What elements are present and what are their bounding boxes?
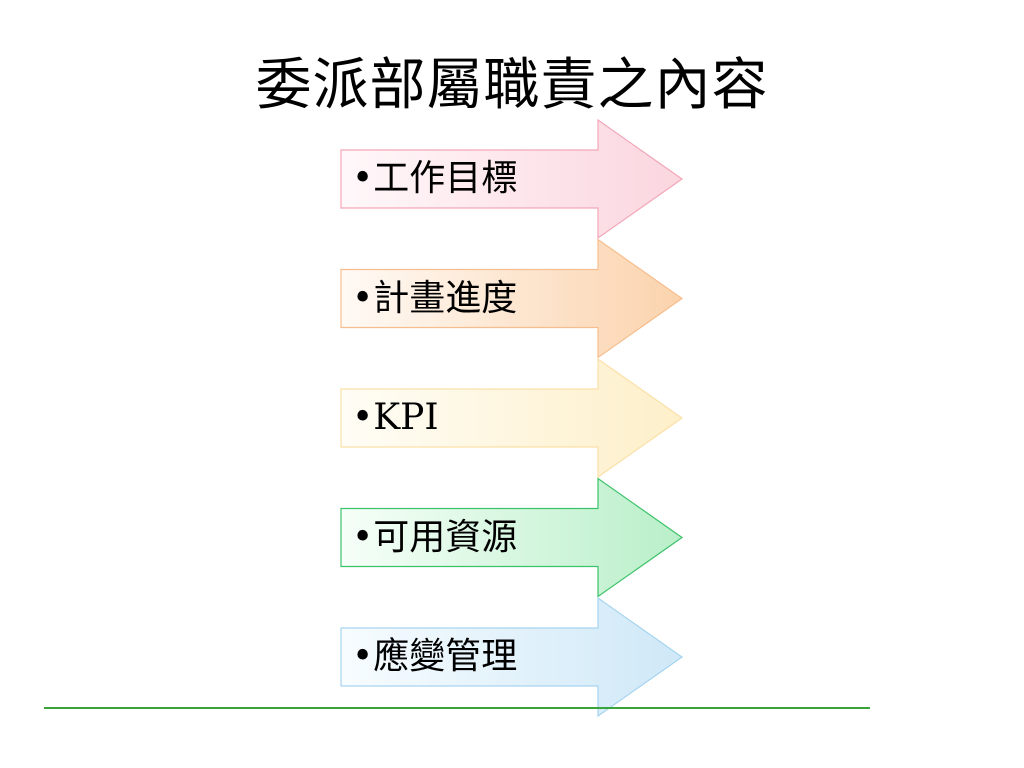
arrow-shape-1	[340, 118, 684, 240]
divider-line	[44, 707, 870, 709]
arrow-shape-4	[340, 477, 684, 598]
arrow-shape-3	[340, 357, 684, 479]
arrow-label-4: •可用資源	[352, 516, 518, 558]
arrow-shape-2	[340, 238, 684, 359]
arrow-label-5: •應變管理	[352, 636, 518, 677]
arrow-shape-5	[340, 596, 684, 718]
arrow-label-3: •KPI	[352, 397, 439, 438]
arrow-label-2: •計畫進度	[352, 277, 518, 319]
slide-title: 委派部屬職責之內容	[255, 53, 769, 118]
arrow-label-1: •工作目標	[352, 158, 518, 199]
